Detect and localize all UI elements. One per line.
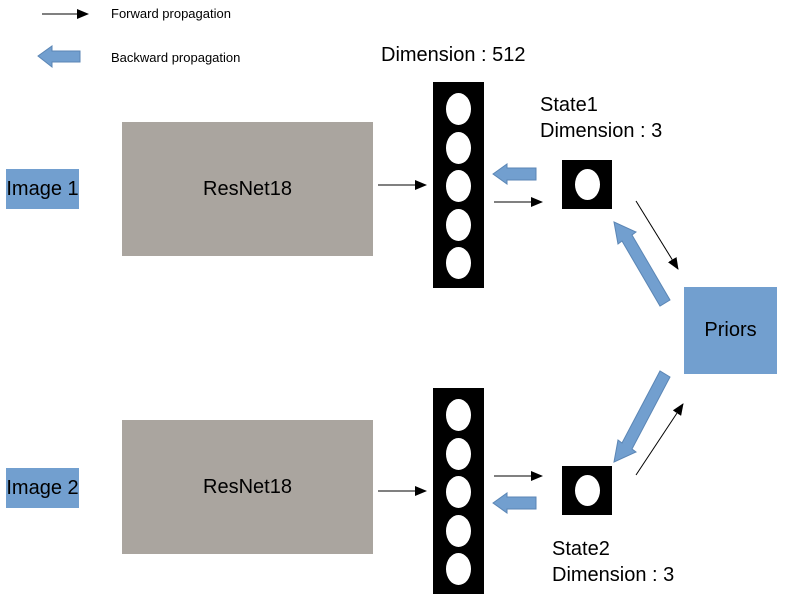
neuron	[446, 93, 471, 125]
neuron	[446, 209, 471, 241]
state2-dimension-label: Dimension : 3	[552, 564, 675, 586]
neuron	[575, 475, 600, 506]
state2-label: State2	[552, 538, 610, 560]
embedding-dimension-label: Dimension : 512	[381, 44, 526, 66]
forward-arrow-state1-to-priors	[635, 200, 679, 270]
neuron	[446, 132, 471, 164]
image-1-input: Image 1	[6, 169, 79, 209]
resnet18-encoder-bottom: ResNet18	[122, 420, 373, 554]
neuron	[446, 553, 471, 585]
neuron	[446, 247, 471, 279]
state2-vector	[562, 466, 612, 515]
forward-arrow-state2-to-priors	[635, 403, 684, 476]
neuron	[446, 515, 471, 547]
state1-label: State1	[540, 94, 598, 116]
neuron	[575, 169, 600, 200]
legend-backward-label: Backward propagation	[111, 50, 241, 65]
backward-arrow-priors-to-state1	[613, 221, 671, 307]
resnet18-encoder-top: ResNet18	[122, 122, 373, 256]
state1-vector	[562, 160, 612, 209]
neuron	[446, 170, 471, 202]
backward-arrow-state2-to-vector2	[492, 492, 537, 514]
state1-dimension-label: Dimension : 3	[540, 120, 663, 142]
legend-forward-label: Forward propagation	[111, 6, 231, 21]
embedding-vector-bottom	[433, 388, 484, 594]
neuron	[446, 438, 471, 470]
image-2-input: Image 2	[6, 468, 79, 508]
backward-arrow-priors-to-state2	[613, 370, 671, 463]
priors-box: Priors	[684, 287, 777, 374]
embedding-vector-top	[433, 82, 484, 288]
backward-arrow-state1-to-vector1	[492, 163, 537, 185]
neuron	[446, 476, 471, 508]
legend-backward-arrow	[37, 45, 81, 69]
neuron	[446, 399, 471, 431]
